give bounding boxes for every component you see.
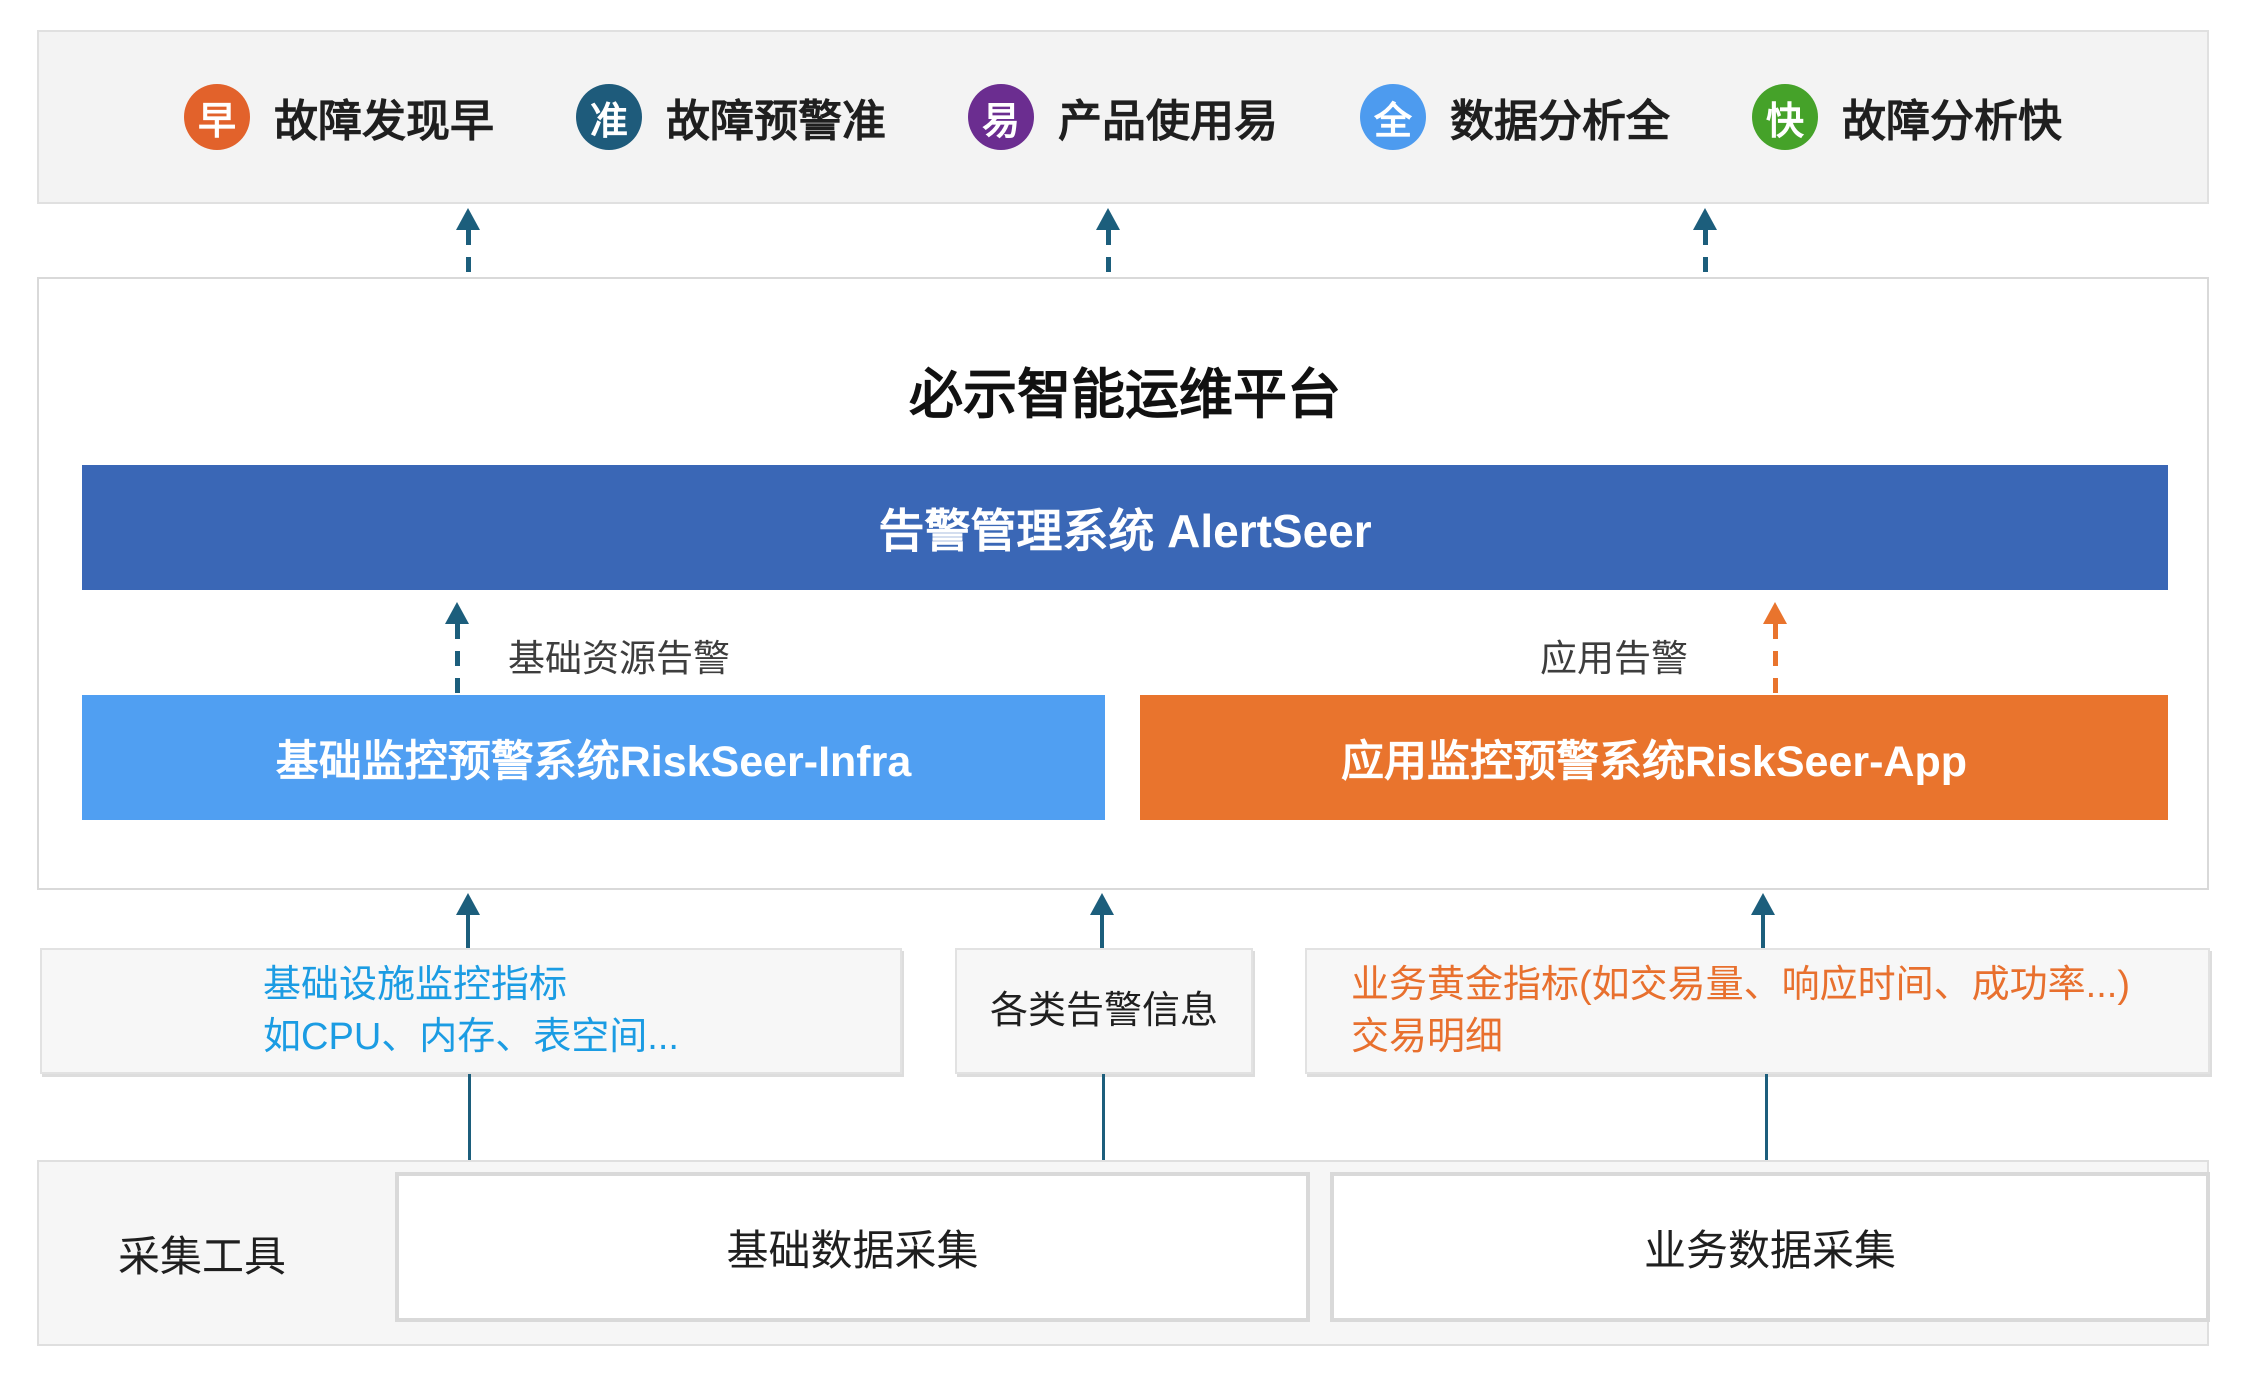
alert-info-label: 各类告警信息 — [989, 989, 1218, 1032]
badge-complete-icon: 全 — [1360, 84, 1426, 150]
infra-metrics-box: 基础设施监控指标 如CPU、内存、表空间... — [40, 948, 902, 1074]
arrowhead-icon — [1763, 602, 1787, 624]
business-metrics-box: 业务黄金指标(如交易量、响应时间、成功率...) 交易明细 — [1305, 948, 2210, 1074]
arrowhead-icon — [456, 893, 480, 915]
infra-data-collection-box: 基础数据采集 — [395, 1172, 1310, 1322]
arrowhead-icon — [1090, 893, 1114, 915]
app-alert-arrow-icon — [1762, 602, 1788, 693]
business-line1: 业务黄金指标(如交易量、响应时间、成功率...) — [1351, 963, 2130, 1006]
platform-title: 必示智能运维平台 — [909, 365, 1341, 425]
feature-item-fast: 快 故障分析快 — [1752, 84, 2062, 150]
arrowhead-icon — [1096, 208, 1120, 230]
feature-label: 故障分析快 — [1842, 97, 2062, 146]
badge-accurate-icon: 准 — [576, 84, 642, 150]
connector-line — [1102, 1074, 1105, 1160]
arrowhead-icon — [456, 208, 480, 230]
feature-item-easy: 易 产品使用易 — [968, 84, 1278, 150]
up-arrow-dashed-icon — [1095, 208, 1121, 277]
arrowhead-icon — [1693, 208, 1717, 230]
feature-strip: 早 故障发现早 准 故障预警准 易 产品使用易 全 数据分析全 快 故障分析快 — [37, 30, 2209, 204]
feature-item-complete: 全 数据分析全 — [1360, 84, 1670, 150]
feature-label: 数据分析全 — [1450, 97, 1670, 146]
collection-tools-label: 采集工具 — [118, 1232, 287, 1280]
up-arrow-dashed-icon — [455, 208, 481, 277]
app-alert-label: 应用告警 — [1540, 638, 1688, 679]
badge-easy-icon: 易 — [968, 84, 1034, 150]
riskseer-infra-bar: 基础监控预警系统RiskSeer-Infra — [82, 695, 1105, 820]
infra-alert-label: 基础资源告警 — [508, 638, 730, 679]
business-line2: 交易明细 — [1351, 1016, 1504, 1058]
alertseer-bar: 告警管理系统 AlertSeer — [82, 465, 2168, 590]
up-arrow-solid-icon — [1750, 893, 1776, 949]
feature-label: 产品使用易 — [1058, 97, 1278, 146]
business-data-collection-box: 业务数据采集 — [1330, 1172, 2210, 1322]
infra-metrics-line2: 如CPU、内存、表空间... — [263, 1016, 679, 1058]
arrowhead-icon — [1751, 893, 1775, 915]
up-arrow-solid-icon — [1089, 893, 1115, 949]
feature-label: 故障预警准 — [666, 97, 886, 146]
alert-info-box: 各类告警信息 — [955, 948, 1253, 1074]
arrowhead-icon — [445, 602, 469, 624]
badge-fast-icon: 快 — [1752, 84, 1818, 150]
riskseer-app-bar: 应用监控预警系统RiskSeer-App — [1140, 695, 2168, 820]
feature-item-accurate: 准 故障预警准 — [576, 84, 886, 150]
infra-metrics-line1: 基础设施监控指标 — [263, 963, 568, 1006]
badge-early-icon: 早 — [184, 84, 250, 150]
connector-line — [468, 1074, 471, 1160]
feature-label: 故障发现早 — [274, 97, 494, 146]
up-arrow-dashed-icon — [1692, 208, 1718, 277]
up-arrow-solid-icon — [455, 893, 481, 949]
connector-line — [1765, 1074, 1768, 1160]
infra-alert-arrow-icon — [444, 602, 470, 693]
feature-item-early: 早 故障发现早 — [184, 84, 494, 150]
